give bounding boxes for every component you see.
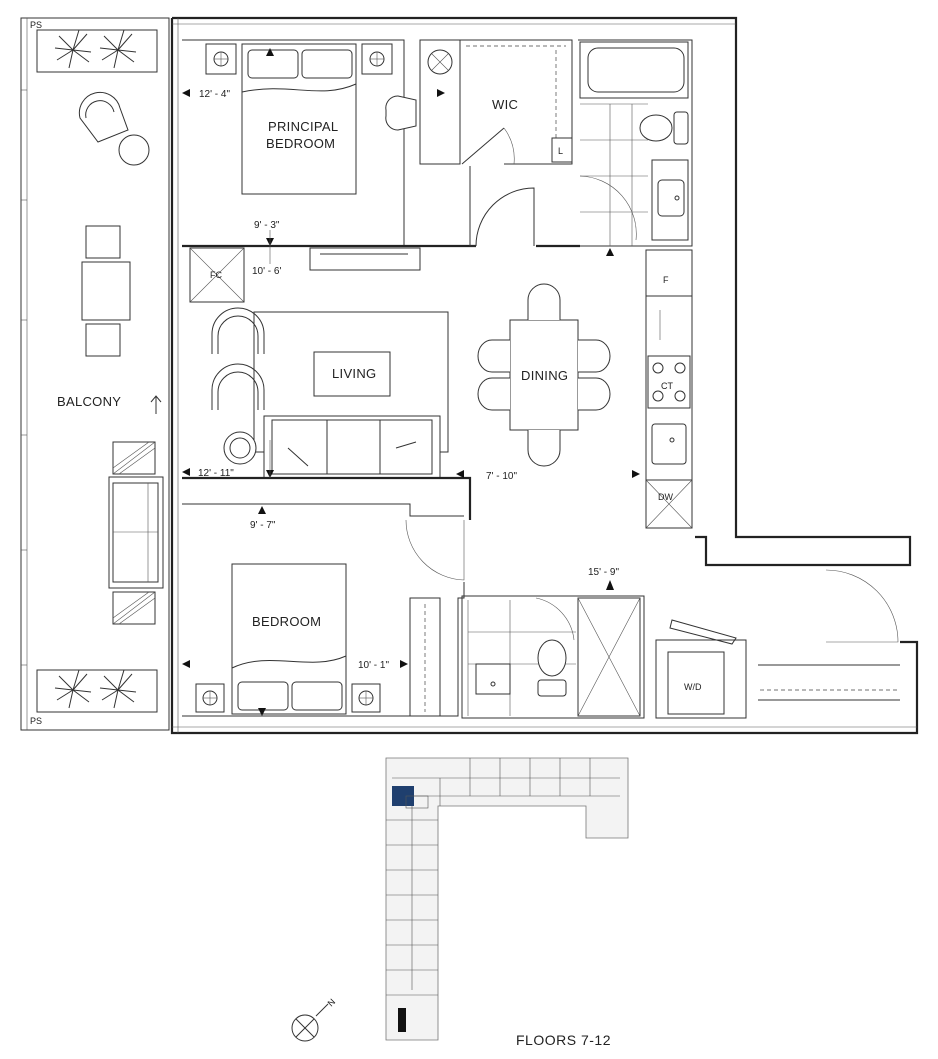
kitchen (645, 249, 693, 529)
cooktop-tag: CT (661, 381, 673, 391)
dishwasher-tag: DW (658, 492, 673, 502)
planter-top (36, 29, 158, 73)
dining-chair (527, 283, 561, 320)
dining-label: DINING (521, 368, 568, 383)
shower (577, 597, 641, 717)
toilet-bath (537, 639, 567, 677)
vanity-bath (475, 663, 511, 695)
vanity-ensuite (651, 159, 689, 241)
dim-living-depth: 10' - 6' (252, 266, 281, 277)
fc-tag: FC (210, 270, 222, 280)
accent-chair-2 (211, 363, 265, 410)
dishwasher (645, 479, 693, 529)
bed-2 (231, 563, 347, 715)
unit-highlight (392, 786, 414, 806)
dim-bedroom-depth: 9' - 7" (250, 520, 276, 531)
principal-bedroom-label-2: BEDROOM (266, 136, 335, 151)
bedroom-label: BEDROOM (252, 614, 321, 629)
bed (241, 43, 357, 195)
dining-chair (477, 339, 510, 373)
cooktop (647, 355, 691, 409)
balcony-label: BALCONY (57, 394, 121, 409)
balcony: PS PS BALCONY (20, 17, 170, 731)
coffee-table (313, 351, 391, 397)
lounge-chair (78, 91, 150, 166)
outdoor-sofa (108, 441, 164, 625)
living-label: LIVING (332, 366, 376, 381)
north-arrow-small (150, 395, 162, 414)
dim-living-width: 12' - 11" (198, 468, 234, 479)
side-table-living (223, 431, 257, 465)
dining-chair (578, 339, 611, 373)
dining-chair (527, 430, 561, 467)
dining-chair (578, 377, 611, 411)
key-plan (385, 757, 629, 1041)
ps-label-top: PS (30, 20, 42, 30)
exterior-walls (170, 16, 919, 735)
dim-principal-depth: 9' - 3" (254, 220, 280, 231)
dim-dining-width: 7' - 10" (486, 471, 517, 482)
nightstand-left (205, 43, 237, 75)
bathtub (579, 41, 689, 99)
north-label: N (326, 997, 338, 1009)
principal-bedroom-label-1: PRINCIPAL (268, 119, 338, 134)
sofa (263, 415, 441, 479)
closet (409, 597, 441, 717)
washer-dryer (667, 651, 725, 715)
toilet-ensuite (639, 114, 673, 142)
dimension-markers (182, 48, 640, 716)
ps-label-bottom: PS (30, 716, 42, 726)
kitchen-sink (651, 423, 687, 465)
north-compass-icon (291, 1003, 329, 1042)
entry-door (825, 569, 899, 643)
second-bedroom (182, 519, 465, 717)
dim-bedroom-width: 10' - 1" (358, 660, 389, 671)
floors-caption: FLOORS 7-12 (516, 1032, 611, 1048)
ensuite-bathroom (578, 39, 693, 247)
wic-label: WIC (492, 97, 518, 112)
washer-dryer-tag: W/D (684, 682, 702, 692)
desk (419, 39, 461, 165)
accent-chair-1 (211, 307, 265, 354)
side-table (118, 134, 150, 166)
dining-chair (477, 377, 510, 411)
dim-entry-length: 15' - 9" (588, 567, 619, 578)
planter-bottom (36, 669, 158, 713)
laundry-entry (655, 569, 900, 719)
plant-icon (54, 29, 137, 709)
linen-tag: L (558, 146, 563, 156)
main-bathroom (461, 595, 645, 719)
desk-chair (385, 95, 417, 131)
principal-bedroom (182, 39, 580, 271)
bistro-set (81, 225, 131, 357)
fridge-tag: F (663, 275, 669, 285)
dim-principal-width: 12' - 4" (199, 89, 230, 100)
living-dining (182, 247, 611, 520)
